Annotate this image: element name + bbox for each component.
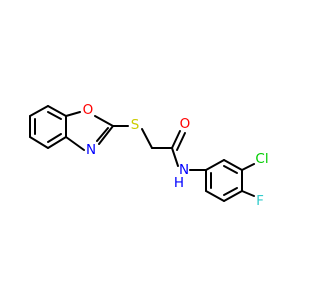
- double-bond-inner: [223, 187, 238, 196]
- thioacetamide-chain: [112, 125, 207, 171]
- double-bond-inner: [47, 111, 62, 120]
- bond: [47, 105, 67, 117]
- bond: [241, 163, 255, 171]
- fluorine-label: F: [256, 193, 264, 209]
- benzoxazole-oxazole-ring: [65, 111, 114, 151]
- double-bond-inner: [96, 127, 109, 142]
- bond: [47, 136, 67, 149]
- sulfur-label: S: [131, 117, 140, 133]
- bond: [241, 190, 255, 197]
- bond: [98, 125, 114, 145]
- carbonyl-oxygen-label: O: [180, 116, 191, 132]
- bond: [29, 136, 49, 149]
- chlorine-label: Cl: [255, 151, 268, 167]
- amide-hydrogen-label: H: [174, 175, 184, 191]
- ring-oxygen-label: O: [83, 102, 94, 118]
- bond: [94, 115, 114, 127]
- chlorofluorophenyl-ring: [205, 159, 255, 202]
- carbonyl-bond: [171, 130, 181, 149]
- bond: [205, 159, 225, 171]
- bond: [223, 190, 243, 202]
- amide-nitrogen-label: N: [179, 162, 189, 178]
- bond: [65, 111, 81, 117]
- benzoxazole-benzene-ring: [29, 105, 67, 149]
- bond: [29, 105, 49, 117]
- bond: [141, 128, 153, 149]
- bond: [223, 159, 243, 171]
- bond: [171, 147, 179, 167]
- molecule-structure: O N S O N H Cl F: [29, 102, 269, 209]
- double-bond-inner: [47, 133, 62, 143]
- bond: [205, 190, 225, 202]
- bond: [65, 136, 85, 151]
- ring-nitrogen-label: N: [86, 142, 96, 158]
- carbonyl-bond: [176, 132, 186, 151]
- double-bond-inner: [223, 165, 238, 174]
